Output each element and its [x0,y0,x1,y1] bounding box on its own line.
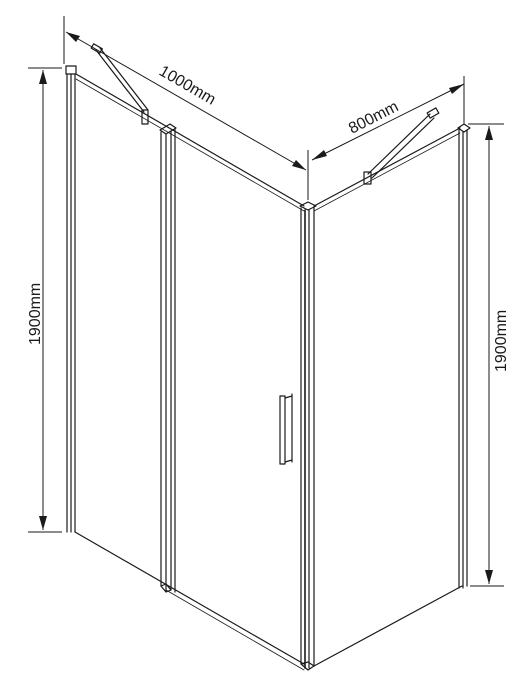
front-stabilizer-wall-bracket [90,43,103,54]
side-width-arrow-left [312,150,327,160]
side-stabilizer-bar [363,107,440,185]
front-stabilizer-rod-b [99,47,149,111]
side-width-arrow-right [449,84,464,94]
dimension-lines [28,16,504,587]
front-top-rail-outer [75,73,305,207]
door-handle-bar [279,395,286,465]
side-bottom-rail [313,585,463,667]
left-height-arrow-bottom [39,516,47,530]
side-top-rail-inner [313,132,461,212]
door-bottom-rail [165,589,305,671]
corner-post-foot [300,661,315,671]
door-handle-bottom-mount [284,459,293,463]
door-handle-top-mount [284,395,293,399]
side-width-label: 800mm [346,98,401,137]
left-height-label: 1900mm [27,283,44,345]
side-top-rail-outer [313,127,461,207]
split-profile-cap [159,123,177,135]
front-stabilizer-clamp [141,109,149,125]
left-height-arrow-top [39,70,47,84]
corner-post-cap [299,201,317,211]
side-stabilizer-rod-b [371,117,435,179]
right-height-arrow-top [485,126,493,140]
door-handle-icon [279,393,293,465]
front-bottom-rail [74,531,305,665]
side-stabilizer-wall-bracket [426,107,440,119]
front-stabilizer-rod-a [95,49,145,113]
door-split-profile [159,123,177,593]
side-width-dimension-line [311,83,465,161]
front-width-dimension-line [65,31,307,171]
left-profile-cap [65,65,77,75]
right-wall-profile [457,123,471,589]
front-top-rail-inner [75,78,305,212]
left-wall-profile [65,65,77,533]
front-stabilizer-bar [90,43,149,125]
front-width-arrow-right [292,160,306,170]
enclosure [65,43,471,671]
right-profile-cap [457,123,471,133]
side-stabilizer-clamp [363,171,372,185]
corner-post [299,201,317,671]
front-width-arrow-left [66,32,80,42]
right-height-label: 1900mm [493,310,510,372]
split-profile-foot [160,583,172,593]
side-stabilizer-rod-a [367,113,431,175]
right-height-arrow-bottom [485,570,493,584]
